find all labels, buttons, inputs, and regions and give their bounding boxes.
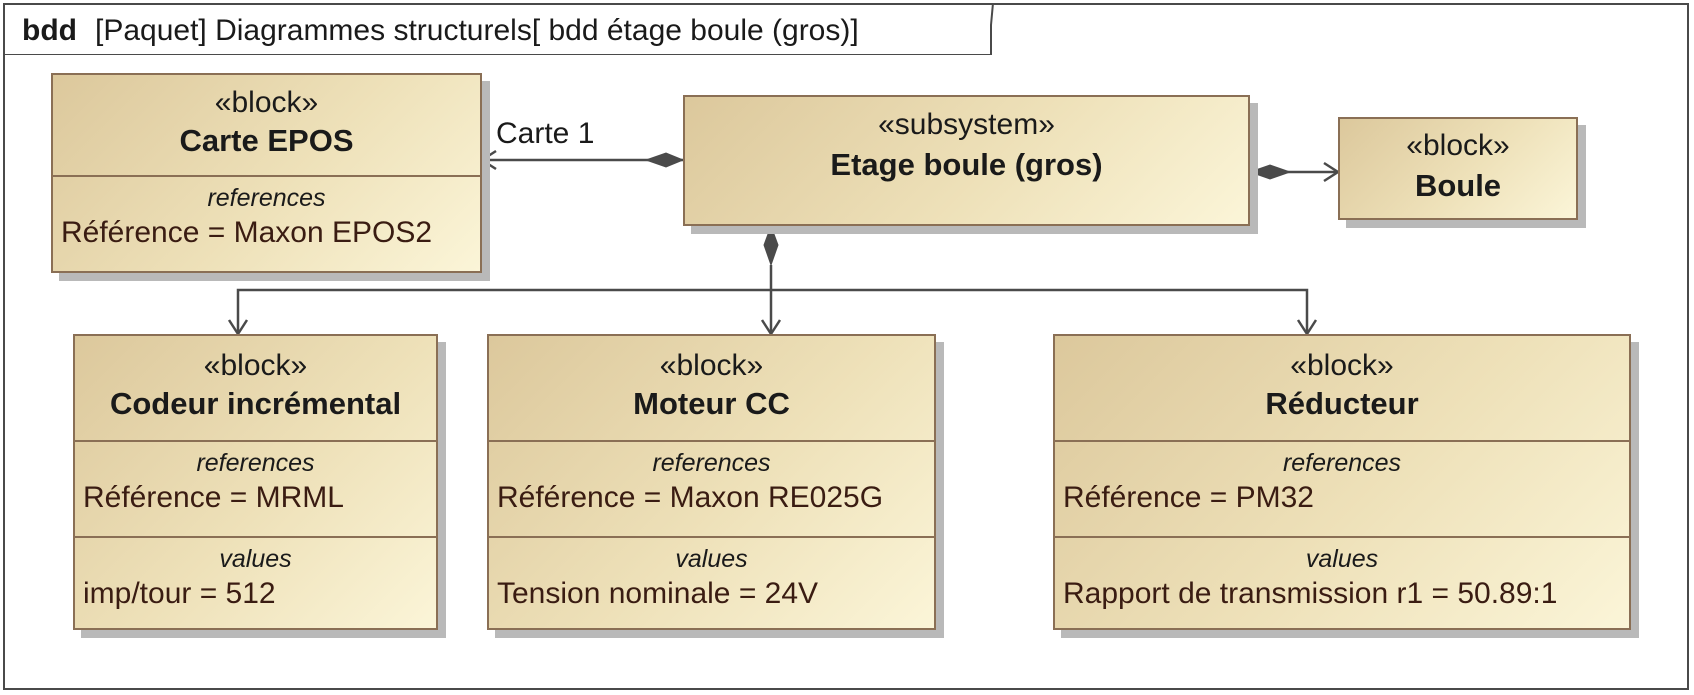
compartment-title: values — [675, 545, 748, 573]
frame-header: bdd [Paquet] Diagrammes structurels[ bdd … — [22, 14, 859, 48]
composition-diamond-left — [644, 152, 685, 168]
compartment-title: references — [196, 449, 315, 477]
compartment-title: references — [652, 449, 771, 477]
tree-branch-line — [236, 288, 1309, 334]
value-property: Tension nominale = 24V — [497, 577, 819, 610]
stereotype-label: «block» — [659, 349, 764, 382]
compartment-title: references — [1282, 449, 1402, 477]
references-compartment: references Référence = PM32 — [1055, 440, 1629, 536]
diagram-frame — [3, 3, 1689, 690]
carte-arrowhead — [479, 149, 497, 171]
values-compartment: values Rapport de transmission r1 = 50.8… — [1055, 536, 1629, 614]
compartment-title: values — [219, 545, 292, 573]
stereotype-label: «block» — [214, 86, 319, 119]
block-name: Boule — [1414, 168, 1502, 203]
frame-tab — [3, 3, 994, 55]
stereotype-label: «block» — [203, 349, 308, 382]
carte-role-label: Carte 1 — [496, 117, 595, 150]
block-carte-epos[interactable]: «block» Carte EPOS references Référence … — [51, 73, 482, 273]
reference-value: Référence = MRML — [83, 481, 344, 514]
value-property: imp/tour = 512 — [83, 577, 276, 610]
compartment-title: references — [207, 184, 326, 212]
reference-value: Référence = Maxon RE025G — [497, 481, 884, 514]
block-moteur-cc[interactable]: «block» Moteur CC references Référence =… — [487, 334, 936, 630]
reference-value: Référence = PM32 — [1063, 481, 1314, 514]
value-property: Rapport de transmission r1 = 50.89:1 — [1063, 577, 1558, 610]
values-compartment: values Tension nominale = 24V — [489, 536, 934, 614]
block-name: Etage boule (gros) — [830, 147, 1103, 182]
composition-diamond-bottom — [763, 224, 779, 267]
stereotype-label: «block» — [1406, 129, 1510, 162]
compartment-title: values — [1305, 545, 1379, 573]
stereotype-label: «block» — [1290, 349, 1394, 382]
block-name: Carte EPOS — [179, 123, 354, 158]
block-name: Réducteur — [1265, 386, 1419, 421]
block-codeur-incremental[interactable]: «block» Codeur incrémental references Ré… — [73, 334, 438, 630]
frame-kind: bdd — [22, 14, 77, 47]
block-name: Moteur CC — [633, 386, 790, 421]
composition-diamond-right — [1248, 164, 1292, 180]
references-compartment: references Référence = Maxon RE025G — [489, 440, 934, 536]
values-compartment: values imp/tour = 512 — [75, 536, 436, 614]
references-compartment: references Référence = MRML — [75, 440, 436, 536]
block-reducteur[interactable]: «block» Réducteur references Référence =… — [1053, 334, 1631, 630]
stereotype-label: «subsystem» — [878, 108, 1055, 141]
reference-value: Référence = Maxon EPOS2 — [61, 216, 433, 249]
block-etage-boule[interactable]: «subsystem» Etage boule (gros) — [683, 95, 1250, 226]
references-compartment: references Référence = Maxon EPOS2 — [53, 175, 480, 253]
frame-title: [Paquet] Diagrammes structurels[ bdd éta… — [94, 14, 859, 47]
block-name: Codeur incrémental — [109, 386, 402, 421]
block-boule[interactable]: «block» Boule — [1338, 117, 1578, 220]
